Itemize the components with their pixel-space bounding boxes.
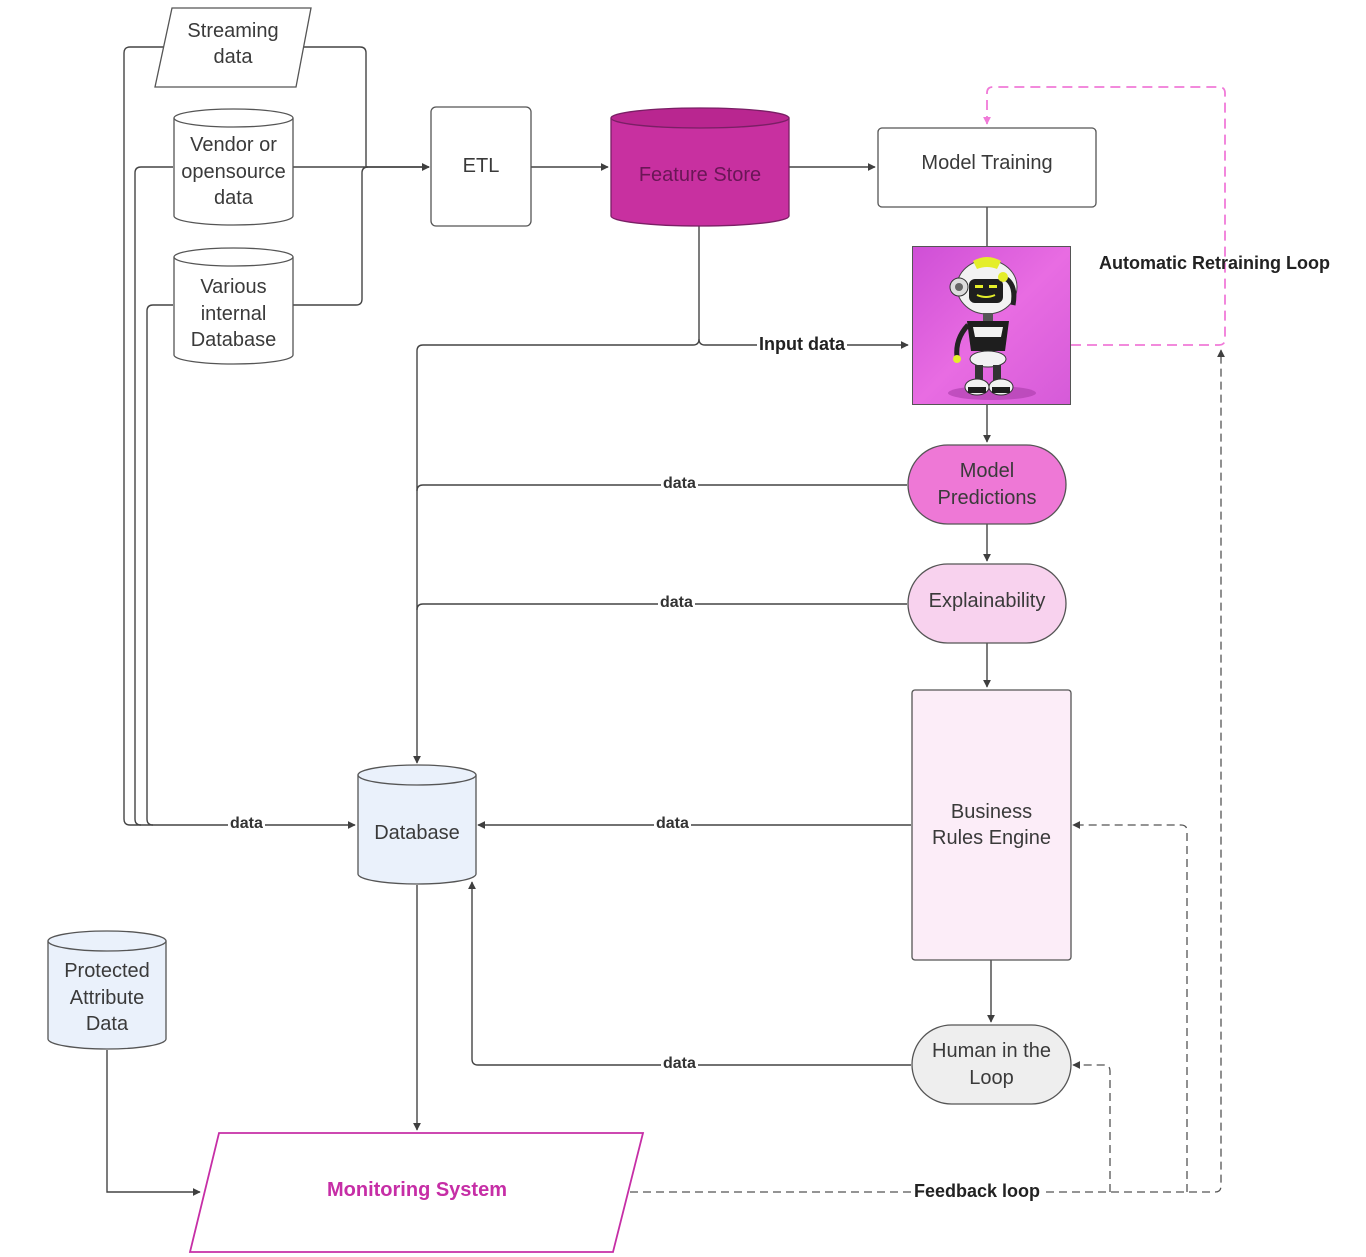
edge-vendor-database [134,166,173,826]
data-label-rules: data [654,815,691,833]
model-predictions-pill [907,444,1067,525]
data-label-predictions: data [661,475,698,493]
edge-streaming-database [123,46,356,829]
edge-feedback-human [1072,1061,1111,1192]
data-label-sources: data [228,815,265,833]
edge-feedback-main [630,349,1225,1193]
business-rules-box [911,689,1072,961]
feedback-loop-lines [630,349,1225,1193]
model-training-box [877,127,1097,208]
edge-feedback-rules [1072,821,1188,1192]
edge-human-database [468,881,911,1066]
explainability-pill [907,563,1067,644]
edge-predictions-database [416,484,907,492]
data-label-human: data [661,1055,698,1073]
data-label-explainability: data [658,594,695,612]
streaming-data-shape [154,7,312,88]
edge-internal-etl [293,166,369,306]
edge-internal-database [146,304,173,826]
monitoring-system-shape [188,1132,645,1253]
edge-streaming-etl [298,46,430,171]
human-loop-pill [911,1024,1072,1105]
edge-protected-monitoring [106,1050,201,1196]
edge-featurestore-database [413,338,700,764]
etl-box [430,106,532,227]
edge-featurestore-input [698,226,909,349]
connectors [106,46,995,1196]
protected-attribute-cylinder [47,930,167,1050]
edge-explainability-database [416,603,907,611]
feature-store-cylinder [610,107,790,227]
feedback-loop-label: Feedback loop [912,1181,1043,1201]
edge-retraining-loop [983,86,1226,346]
automatic-retraining-label: Automatic Retraining Loop [1099,253,1330,273]
vendor-data-cylinder [173,108,294,226]
input-data-label: Input data [757,334,847,354]
database-cylinder [357,764,477,885]
internal-database-cylinder [173,247,294,365]
robot-icon [912,246,1071,405]
